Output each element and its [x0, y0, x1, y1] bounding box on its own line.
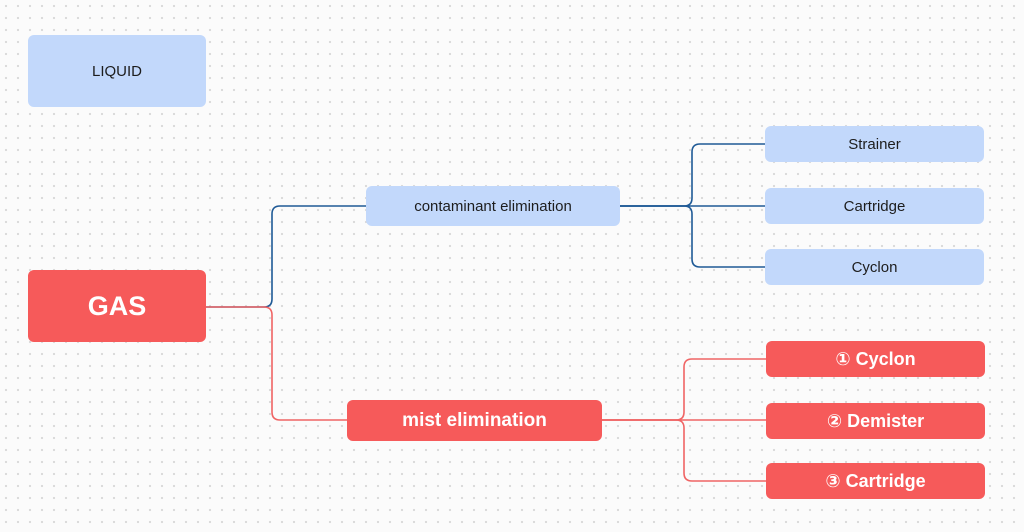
node-cyclon-mist[interactable]: ① Cyclon — [766, 341, 985, 377]
node-strainer-label: Strainer — [848, 135, 901, 153]
connector-contaminant-to-cyclon — [620, 205, 765, 268]
node-cyclon-contaminant[interactable]: Cyclon — [765, 249, 984, 285]
node-gas[interactable]: GAS — [28, 270, 206, 342]
node-mist-elimination[interactable]: mist elimination — [347, 400, 602, 441]
connector-gas-to-mist — [206, 306, 347, 421]
connector-mist-to-cyclon — [602, 358, 766, 421]
node-strainer[interactable]: Strainer — [765, 126, 984, 162]
node-contaminant-elimination[interactable]: contaminant elimination — [366, 186, 620, 226]
node-demister-label: ② Demister — [826, 410, 925, 431]
node-cyclon-contaminant-label: Cyclon — [851, 258, 898, 276]
node-mist-elimination-label: mist elimination — [402, 409, 547, 431]
node-liquid-label: LIQUID — [91, 62, 142, 80]
node-demister[interactable]: ② Demister — [766, 403, 985, 439]
node-gas-label: GAS — [87, 290, 147, 321]
node-cartridge-contaminant-label: Cartridge — [843, 197, 906, 215]
node-cartridge-contaminant[interactable]: Cartridge — [765, 188, 984, 224]
node-cyclon-mist-label: ① Cyclon — [835, 348, 916, 369]
node-cartridge-mist-label: ③ Cartridge — [825, 470, 926, 491]
connector-contaminant-to-strainer — [620, 143, 765, 207]
connector-mist-to-cartridge — [602, 419, 766, 482]
node-cartridge-mist[interactable]: ③ Cartridge — [766, 463, 985, 499]
node-liquid[interactable]: LIQUID — [28, 35, 206, 107]
node-contaminant-elimination-label: contaminant elimination — [414, 197, 572, 215]
connector-gas-to-contaminant — [206, 205, 366, 308]
